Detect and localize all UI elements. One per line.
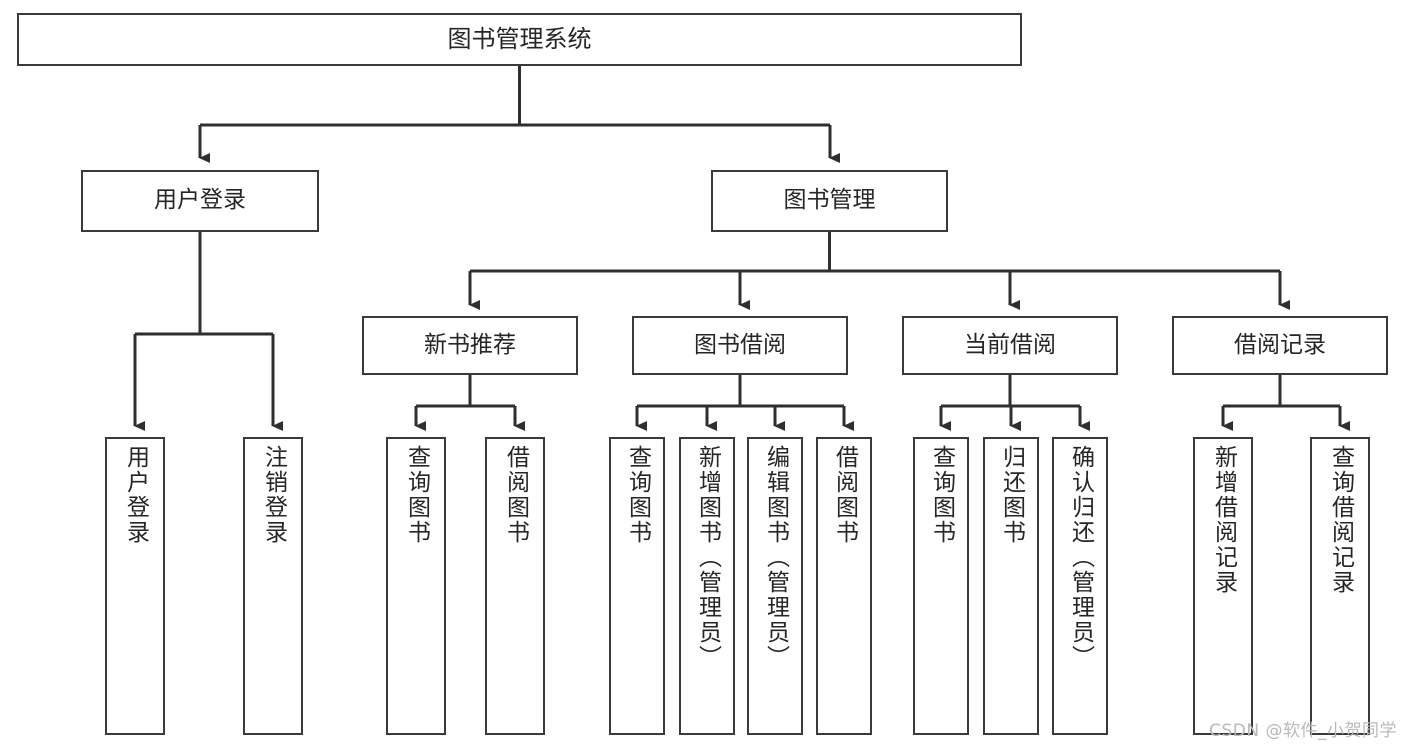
node-book-borrow-label: 图书借阅	[694, 331, 786, 358]
node-leaf-confirm-return-admin-label: 确认归还（管理员）	[1067, 445, 1094, 670]
node-leaf-user-login-label: 用户登录	[122, 445, 149, 545]
node-borrow-record[interactable]: 借阅记录	[1172, 316, 1388, 375]
node-leaf-query-book-borrow[interactable]: 查询图书	[609, 437, 665, 735]
node-leaf-query-borrow-record-label: 查询借阅记录	[1327, 445, 1354, 595]
node-user-login-label: 用户登录	[154, 187, 246, 214]
node-leaf-user-login[interactable]: 用户登录	[105, 437, 165, 735]
node-leaf-query-book-recommend[interactable]: 查询图书	[386, 437, 446, 735]
node-leaf-add-book-admin[interactable]: 新增图书（管理员）	[679, 437, 735, 735]
node-current-borrow[interactable]: 当前借阅	[902, 316, 1118, 375]
node-leaf-query-book-current-label: 查询图书	[928, 445, 955, 545]
node-leaf-borrow-book-recommend-label: 借阅图书	[502, 445, 529, 545]
node-leaf-borrow-book-label: 借阅图书	[831, 445, 858, 545]
node-new-book-recommend[interactable]: 新书推荐	[362, 316, 578, 375]
node-leaf-borrow-book-recommend[interactable]: 借阅图书	[485, 437, 545, 735]
node-leaf-return-book-label: 归还图书	[998, 445, 1025, 545]
node-leaf-query-book-borrow-label: 查询图书	[624, 445, 651, 545]
node-book-manage-label: 图书管理	[783, 187, 876, 214]
node-book-manage[interactable]: 图书管理	[711, 170, 948, 232]
node-borrow-record-label: 借阅记录	[1234, 331, 1326, 358]
node-leaf-add-borrow-record[interactable]: 新增借阅记录	[1193, 437, 1253, 735]
node-leaf-logout[interactable]: 注销登录	[243, 437, 303, 735]
node-root-system[interactable]: 图书管理系统	[17, 13, 1022, 66]
node-root-label: 图书管理系统	[447, 25, 592, 54]
csdn-watermark: CSDN @软件_小贺同学	[1209, 721, 1397, 741]
node-leaf-confirm-return-admin[interactable]: 确认归还（管理员）	[1052, 437, 1108, 735]
node-new-book-recommend-label: 新书推荐	[424, 331, 516, 358]
node-leaf-borrow-book[interactable]: 借阅图书	[816, 437, 872, 735]
node-leaf-query-book-recommend-label: 查询图书	[403, 445, 430, 545]
node-leaf-query-book-current[interactable]: 查询图书	[913, 437, 969, 735]
node-book-borrow[interactable]: 图书借阅	[632, 316, 848, 375]
node-leaf-edit-book-admin[interactable]: 编辑图书（管理员）	[747, 437, 803, 735]
node-leaf-logout-label: 注销登录	[260, 445, 287, 545]
node-leaf-add-borrow-record-label: 新增借阅记录	[1210, 445, 1237, 595]
node-leaf-edit-book-admin-label: 编辑图书（管理员）	[762, 445, 789, 670]
node-leaf-query-borrow-record[interactable]: 查询借阅记录	[1310, 437, 1370, 735]
node-current-borrow-label: 当前借阅	[964, 331, 1056, 358]
node-leaf-add-book-admin-label: 新增图书（管理员）	[694, 445, 721, 670]
node-leaf-return-book[interactable]: 归还图书	[983, 437, 1039, 735]
node-user-login[interactable]: 用户登录	[81, 170, 319, 232]
